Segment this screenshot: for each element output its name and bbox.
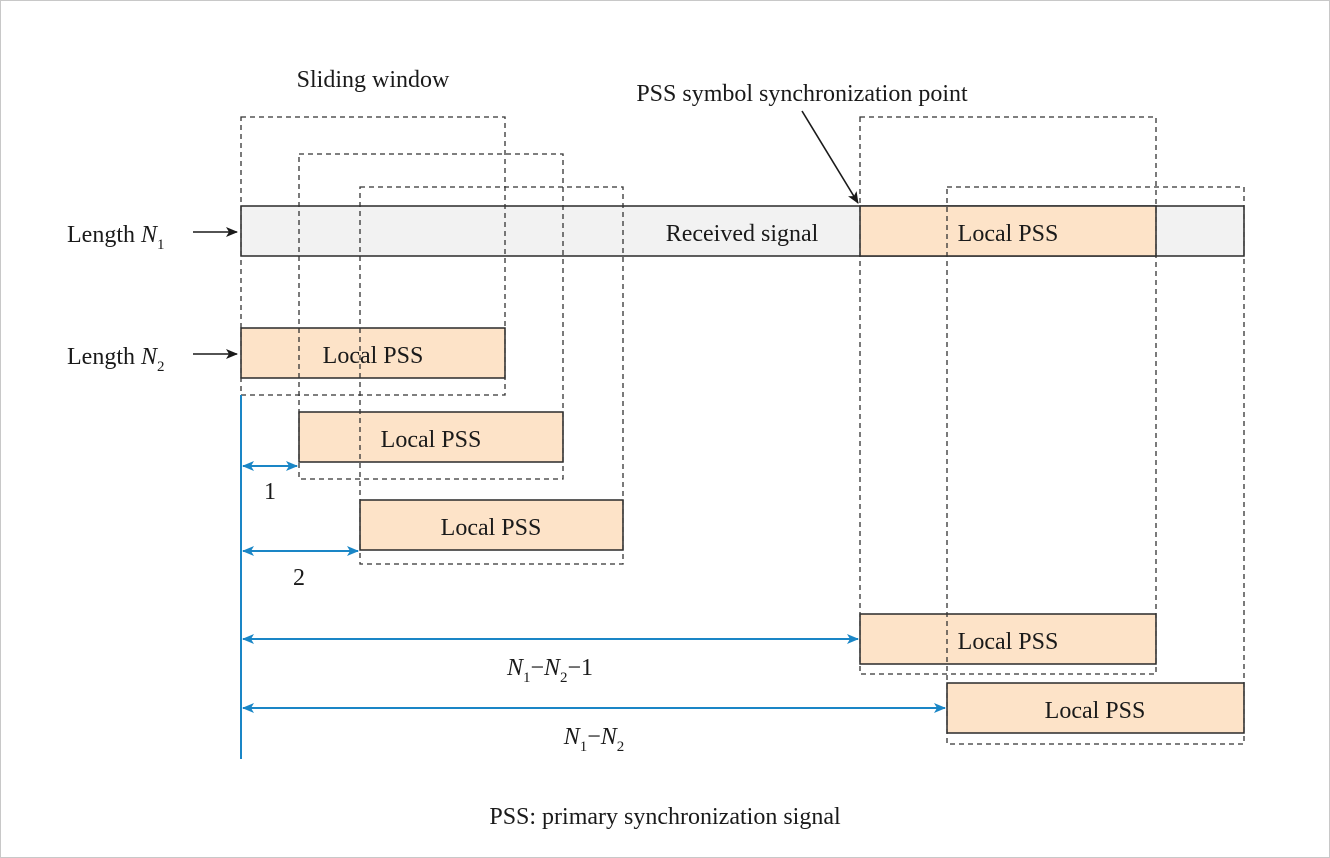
length-n2-label: Length N2 (67, 344, 165, 375)
length-n1-label: Length N1 (67, 222, 165, 253)
sliding-window-n1-n2 (946, 186, 1245, 745)
offset-label-2: 2 (293, 565, 305, 591)
sliding-window-1 (298, 153, 564, 480)
sync-point-arrow (801, 110, 859, 204)
local-pss-label-matched: Local PSS (958, 221, 1059, 247)
sync-point-title: PSS symbol synchronization point (636, 81, 968, 107)
local-pss-box-offset-2 (359, 499, 624, 551)
local-pss-box-matched (859, 205, 1157, 257)
sliding-window-0 (240, 116, 506, 396)
local-pss-label-offset-1: Local PSS (381, 427, 482, 453)
received-signal-label: Received signal (666, 221, 819, 247)
local-pss-box-offset-1 (298, 411, 564, 463)
local-pss-label-offset-n1-n2-1: Local PSS (958, 629, 1059, 655)
sliding-window-2 (359, 186, 624, 565)
sliding-window-title: Sliding window (297, 67, 450, 93)
local-pss-label-offset-0: Local PSS (323, 343, 424, 369)
local-pss-box-offset-n1-n2-1 (859, 613, 1157, 665)
local-pss-box-offset-n1-n2 (946, 682, 1245, 734)
offset-label-n1-n2-1: N1−N2−1 (506, 655, 593, 686)
sliding-window-n1-n2-1 (859, 116, 1157, 675)
local-pss-label-offset-n1-n2: Local PSS (1045, 698, 1146, 724)
offset-label-1: 1 (264, 479, 276, 505)
offset-label-n1-n2: N1−N2 (563, 724, 625, 755)
local-pss-label-offset-2: Local PSS (441, 515, 542, 541)
footnote: PSS: primary synchronization signal (489, 804, 841, 830)
